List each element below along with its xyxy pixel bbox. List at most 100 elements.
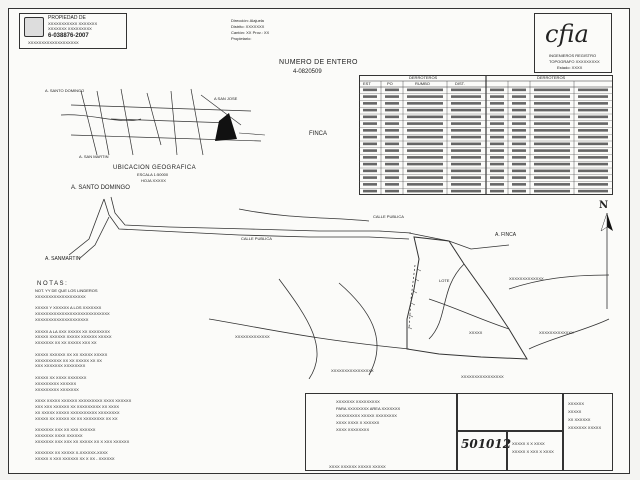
table-cell-text <box>490 183 504 186</box>
table-cell-text <box>407 169 443 173</box>
property-line-1: PROPIEDAD DE <box>48 15 86 21</box>
table-cell-text <box>363 102 377 105</box>
logo-line-1: INGENIEROS REGISTRO <box>549 53 597 58</box>
table-cell-text <box>490 189 504 193</box>
map-neighbor-4: XXXXXXXXXXXXXXXX <box>331 368 374 373</box>
table-cell-text <box>407 176 443 179</box>
map-neighbor-2: XXXXXXXXXXXXX <box>235 334 270 339</box>
date-line-2: XXXXX X XXX X XXXX <box>512 449 554 454</box>
table-cell-text <box>578 108 608 112</box>
table-cell-text <box>578 183 608 186</box>
note-line: XXXXX XXXXXX XX XX XXXXX XXXXX <box>35 351 108 357</box>
property-sub-line-1: XXXXXXXXXXXXXXXXXXX <box>28 40 79 45</box>
map-top-label: CALLE PUBLICA <box>373 214 404 219</box>
note-line: XXXXXXXXXXXXXXXXXXX <box>35 293 86 299</box>
table-cell-text <box>385 142 399 146</box>
notes-title: N O T A S : <box>37 281 67 287</box>
title-block-line: PARA XXXXXXXX AREA XXXXXXX <box>336 406 401 411</box>
table-cell-text <box>407 115 443 119</box>
map-neighbor-3: XXXXXXXXXXXXX <box>539 330 574 335</box>
table-cell-text <box>490 176 504 179</box>
table-cell-text <box>512 102 526 105</box>
table-cell-text <box>363 142 377 146</box>
table-cell-text <box>385 162 399 166</box>
note-line: XXXXXXXXXXXXXXXXXXXX <box>35 317 89 322</box>
table-cell-text <box>363 88 377 92</box>
table-cell-text <box>490 129 504 132</box>
table-cell-text <box>385 189 399 193</box>
table-col-po: PO <box>387 81 393 86</box>
date-line-1: XXXXX X X XXXX <box>512 441 545 446</box>
table-cell-text <box>407 142 443 146</box>
table-cell-text <box>407 183 443 186</box>
table-cell-text <box>490 162 504 166</box>
header-line-1: Dirección: Alajuela <box>231 18 264 23</box>
table-cell-text <box>363 189 377 193</box>
table-cell-text <box>578 149 608 152</box>
table-cell-text <box>363 183 377 186</box>
inset-santo-domingo-label: A. SANTO DOMINGO <box>45 88 85 93</box>
property-number: 6-038876-2007 <box>48 33 89 39</box>
table-cell-text <box>451 102 481 105</box>
logo-line-2: TOPOGRAFO XXXXXXXXX <box>549 59 600 64</box>
note-line: XXXXX X XXX XXXXXX XX X XX - XXXXXX <box>35 456 115 462</box>
table-cell-text <box>451 108 481 112</box>
table-cell-text <box>407 162 443 166</box>
note-line: XXXXXXXXX XXXXXXX <box>35 386 79 392</box>
note-line: XXXXXXX XXX XX XXX XXXXXX <box>35 427 96 433</box>
number-value: 4-0820509 <box>293 69 322 75</box>
table-cell-text <box>363 108 377 112</box>
table-cell-text <box>363 149 377 152</box>
table-cell-text <box>490 135 504 139</box>
plan-number-box: 501012 <box>457 431 511 471</box>
table-cell-text <box>490 115 504 119</box>
table-cell-text <box>578 95 608 98</box>
table-cell-text <box>363 156 377 159</box>
table-cell-text <box>451 183 481 186</box>
map-santo-domingo-label: A. SANTO DOMINGO <box>71 185 130 191</box>
table-cell-text <box>490 88 504 92</box>
map-san-martin-label: A. SANMARTIN <box>45 256 81 262</box>
registry-seal-icon <box>24 17 44 37</box>
table-cell-text <box>534 129 570 132</box>
table-cell-text <box>534 102 570 105</box>
table-cell-text <box>451 149 481 152</box>
table-cell-text <box>385 176 399 179</box>
table-cell-text <box>578 135 608 139</box>
cfia-logo: cfia <box>545 20 589 48</box>
table-cell-text <box>385 135 399 139</box>
table-cell-text <box>407 189 443 193</box>
note-line: XXXXX Y XXXXXX A LOS XXXXXXX <box>35 305 102 311</box>
inset-finca-label: FINCA <box>309 131 327 137</box>
table-cell-text <box>490 156 504 159</box>
right-info-line: XX XXXXXX <box>568 417 591 422</box>
finca-location-marker <box>215 113 237 141</box>
table-cell-text <box>407 129 443 132</box>
table-cell-text <box>578 156 608 159</box>
note-line: XXX XXX XXXXXX XX XXXXXXXXX XX XXXX <box>35 404 120 409</box>
table-cell-text <box>363 129 377 132</box>
title-block-line: XXXXXXXXX XXXXX XXXXXXXX <box>336 413 397 418</box>
table-cell-text <box>512 156 526 159</box>
table-cell-text <box>451 169 481 173</box>
table-cell-text <box>451 129 481 132</box>
table-cell-text <box>363 122 377 125</box>
table-cell-text <box>490 149 504 152</box>
table-cell-text <box>385 108 399 112</box>
survey-plan-sheet: PROPIEDAD DE XXXXXXXXXXX XXXXXXX XXXXXXX… <box>8 8 630 474</box>
location-inset-map <box>60 88 266 156</box>
table-cell-text <box>512 108 526 112</box>
header-line-4: Propietario: <box>231 36 252 41</box>
note-line: XXXXXXXXXXXXXXXXXXXXXXXXXXXX <box>35 311 110 317</box>
table-cell-text <box>578 169 608 173</box>
note-line: XXXXXXX XXX XXX XX XXXXX XX X XXX XXXXXX <box>35 438 130 444</box>
table-cell-text <box>451 122 481 125</box>
table-cell-text <box>512 149 526 152</box>
map-calle-label: CALLE PUBLICA <box>241 236 272 241</box>
location-sheet: HOJA XXXXX <box>141 178 166 183</box>
note-line: XXXXX XX XXXX XXXXXXX <box>35 375 87 380</box>
note-line: XXXXXXX XXXX XXXXXX <box>35 433 83 438</box>
surveyor-box <box>457 393 563 431</box>
note-line: XXX XXXXXXX XXXXXXXX <box>35 363 86 369</box>
table-cell-text <box>512 88 526 92</box>
